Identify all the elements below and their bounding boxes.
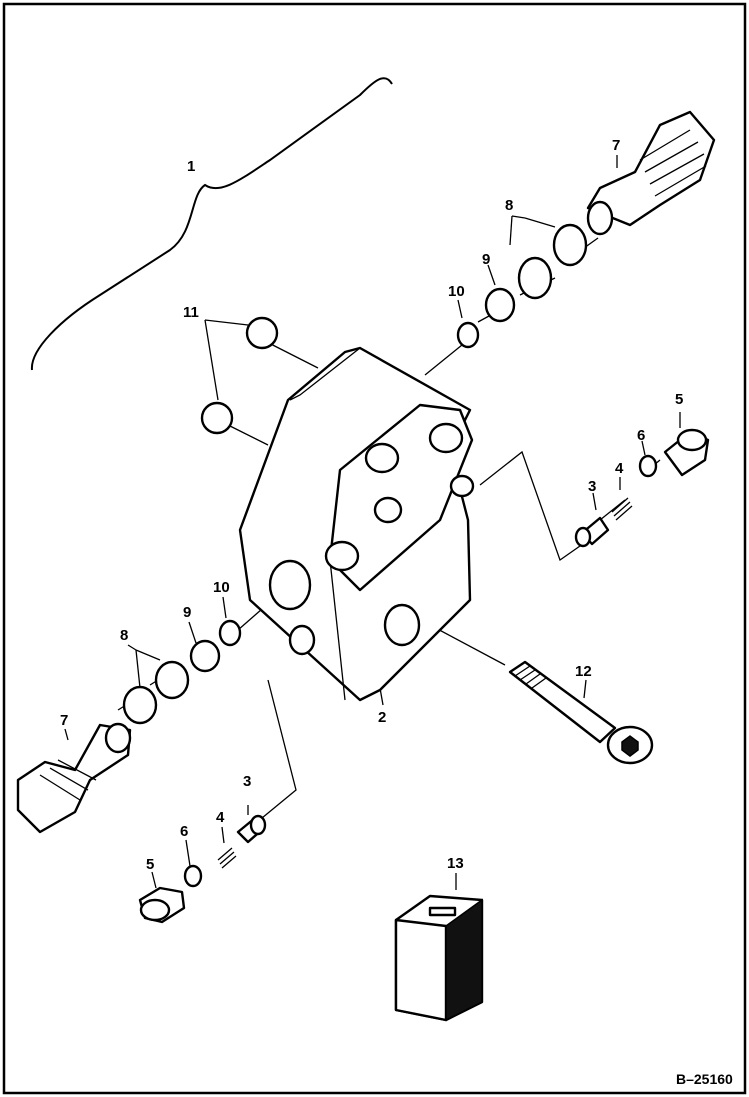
callout-8-right: 8 [505, 197, 513, 214]
callout-labels: 1 2 3 3 4 4 5 5 6 6 7 7 8 8 9 9 10 10 11… [60, 137, 683, 873]
callout-7-left: 7 [60, 712, 68, 729]
o-ring-lower [200, 401, 234, 435]
callout-3-right: 3 [588, 478, 596, 495]
seal-right [484, 287, 516, 323]
plug-right [663, 428, 710, 477]
cartridge-right [586, 110, 716, 236]
spring-right [611, 497, 633, 521]
poppet-right [574, 516, 610, 548]
callout-8-left: 8 [120, 627, 128, 644]
assembly-brace [30, 77, 393, 371]
callout-4-right: 4 [615, 460, 624, 477]
callout-7-right: 7 [612, 137, 620, 154]
o-ring-plug-right [638, 454, 658, 478]
callout-3-left: 3 [243, 773, 251, 790]
cartridge-left [16, 722, 132, 834]
callout-1: 1 [187, 158, 195, 175]
plug-left [138, 886, 186, 924]
backup-ring-left-1 [122, 685, 158, 725]
o-ring-right [456, 321, 480, 349]
callout-13: 13 [447, 855, 464, 872]
callout-10-right: 10 [448, 283, 465, 300]
callout-6-left: 6 [180, 823, 188, 840]
backup-ring-right-1 [552, 223, 588, 267]
valve-body [238, 346, 475, 702]
spring-left [217, 847, 237, 869]
kit-box [394, 894, 484, 1022]
callout-6-right: 6 [637, 427, 645, 444]
o-ring-left [218, 619, 242, 647]
callout-9-left: 9 [183, 604, 191, 621]
callout-2: 2 [378, 709, 386, 726]
callout-5-left: 5 [146, 856, 154, 873]
o-ring-upper [245, 316, 279, 350]
callout-10-left: 10 [213, 579, 230, 596]
figure-id: B–25160 [676, 1071, 733, 1087]
callout-4-left: 4 [216, 809, 225, 826]
o-ring-plug-left [183, 864, 203, 888]
callout-12: 12 [575, 663, 592, 680]
callout-5-right: 5 [675, 391, 683, 408]
cap-screw [508, 660, 654, 765]
backup-ring-right-2 [517, 256, 553, 300]
backup-ring-left-2 [154, 660, 190, 700]
callout-11: 11 [183, 304, 199, 321]
callout-9-right: 9 [482, 251, 490, 268]
poppet-left [236, 814, 267, 844]
seal-left [189, 639, 221, 673]
